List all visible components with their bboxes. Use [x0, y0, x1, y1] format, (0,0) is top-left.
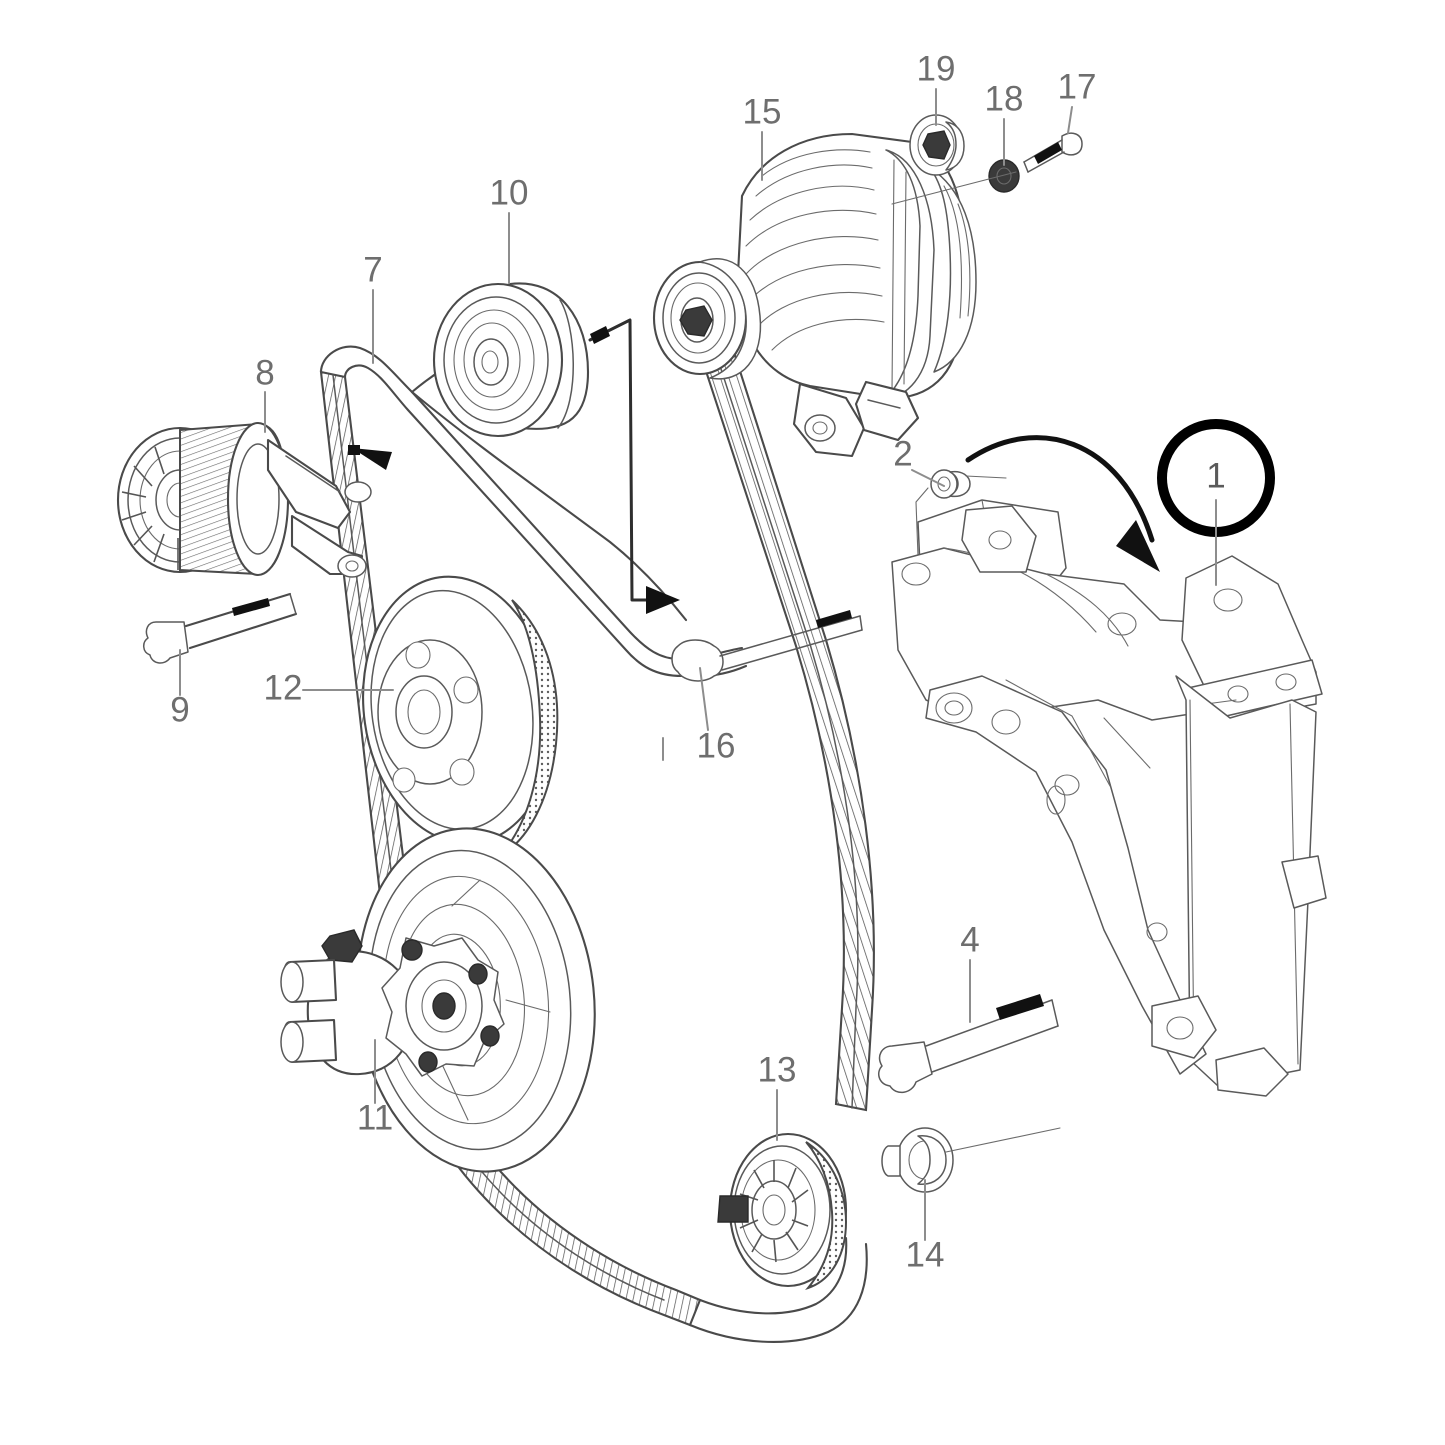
- part-label-19: 19: [917, 49, 956, 88]
- idler-install-arrow: [588, 318, 680, 614]
- part-label-12: 12: [264, 668, 303, 707]
- part-label-8: 8: [255, 353, 274, 392]
- part-label-1: 1: [1206, 456, 1225, 495]
- belt-direction-arrow: [348, 445, 392, 470]
- alternator-mounting-bracket: [891, 499, 1327, 1097]
- power-steering-pump: [280, 929, 505, 1077]
- part-label-13: 13: [758, 1050, 797, 1089]
- part-label-16: 16: [697, 726, 736, 765]
- part-label-9: 9: [170, 690, 189, 729]
- water-pump-fan-pulley: [362, 575, 559, 857]
- part-label-18: 18: [985, 79, 1024, 118]
- idler-pulley-upper: [432, 282, 590, 438]
- part-number-labels: 1 2 4 7 8 9 10 11 12 13 14 15 16 17 18 1…: [170, 49, 1225, 1274]
- part-label-10: 10: [490, 173, 529, 212]
- part-label-17: 17: [1058, 67, 1097, 106]
- part-label-2: 2: [893, 434, 912, 473]
- belt-guide-bolt: [671, 610, 863, 682]
- idler-pulley-lower: [717, 1132, 848, 1291]
- tensioner-bolt: [143, 592, 298, 664]
- long-bolt: [877, 994, 1059, 1094]
- pulley-bolt: [1023, 132, 1083, 173]
- part-label-7: 7: [363, 250, 382, 289]
- bracket-install-arrow: [965, 435, 1160, 572]
- leader-lines: [179, 88, 1217, 1241]
- bushing-spacer: [915, 469, 1007, 557]
- part-label-15: 15: [743, 92, 782, 131]
- part-label-11: 11: [357, 1098, 393, 1137]
- part-label-4: 4: [960, 920, 979, 959]
- assembly-axis-line: [891, 171, 1017, 205]
- part-label-14: 14: [906, 1235, 945, 1274]
- alternator-pulley: [909, 114, 965, 176]
- belt-tensioner-assembly: [116, 421, 372, 578]
